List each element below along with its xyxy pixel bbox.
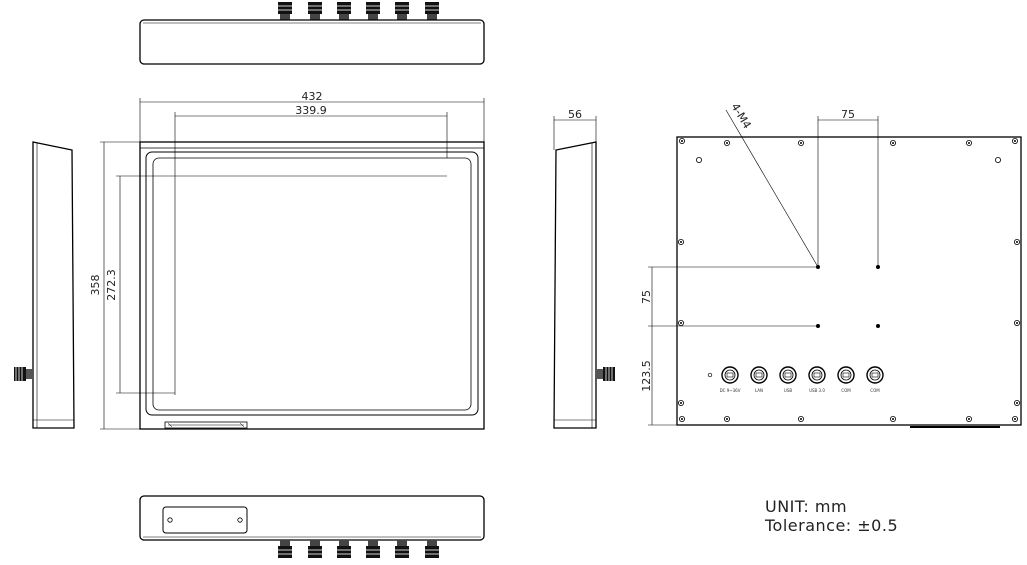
bottom-view <box>139 495 485 558</box>
connector-top-5 <box>395 2 409 20</box>
rear-hole <box>696 156 703 163</box>
connector-top-1 <box>278 2 292 20</box>
rear-screw <box>679 415 686 422</box>
connector-bottom-3 <box>337 540 351 558</box>
right-side-view: 56 <box>553 108 615 429</box>
connector-label: COM <box>841 388 851 393</box>
tolerance-note: Tolerance: ±0.5 <box>764 516 898 535</box>
connector-label: LAN <box>755 388 763 393</box>
rear-screw <box>798 415 805 422</box>
rear-connectors: DC 9~36V LAN USB USB 3.0 COM COM <box>707 366 884 393</box>
rear-screw <box>1014 399 1021 406</box>
connector-bottom-1 <box>278 540 292 558</box>
rear-screw <box>1014 238 1021 245</box>
rear-screw <box>890 139 897 146</box>
rear-screw <box>678 238 685 245</box>
dim-view-width: 339.9 <box>295 104 327 117</box>
mount-label: 4-M4 <box>728 101 753 131</box>
connector-bottom-5 <box>395 540 409 558</box>
connector-top-3 <box>337 2 351 20</box>
front-view: 432 339.9 358 272.3 <box>89 90 485 430</box>
rear-screw <box>966 415 973 422</box>
connector-top-6 <box>425 2 439 20</box>
bottom-connectors <box>278 540 439 558</box>
rear-screw <box>798 139 805 146</box>
rear-screw <box>1012 137 1019 144</box>
rear-screws <box>678 137 1021 422</box>
connector-top-2 <box>308 2 322 20</box>
rear-screw <box>966 139 973 146</box>
connector-label: USB 3.0 <box>809 388 825 393</box>
rear-screw <box>890 415 897 422</box>
left-side-view <box>14 141 75 429</box>
connector-bottom-4 <box>366 540 380 558</box>
rear-connector-3: USB <box>779 366 797 393</box>
connector-bottom-6 <box>425 540 439 558</box>
dim-hole-spacing-h: 75 <box>841 108 855 121</box>
rear-view: DC 9~36V LAN USB USB 3.0 COM COM 4-M4 75 75 1… <box>640 101 1022 428</box>
left-side-connector <box>14 367 33 381</box>
rear-connector-5: COM <box>837 366 855 393</box>
rear-screw <box>678 319 685 326</box>
dim-width: 432 <box>302 90 323 103</box>
rear-connector-2: LAN <box>750 366 768 393</box>
rear-screw <box>724 415 731 422</box>
connector-bottom-2 <box>308 540 322 558</box>
dim-hole-spacing-v: 75 <box>640 290 653 304</box>
top-view <box>139 2 485 65</box>
unit-note: UNIT: mm <box>765 497 847 516</box>
connector-top-4 <box>366 2 380 20</box>
rear-screw <box>679 137 686 144</box>
rear-screw <box>724 139 731 146</box>
connector-label: DC 9~36V <box>720 388 741 393</box>
rear-screw <box>1012 415 1019 422</box>
dim-bottom-offset: 123.5 <box>640 360 653 392</box>
connector-label: USB <box>784 388 792 393</box>
rear-screw <box>1014 319 1021 326</box>
top-connectors <box>278 2 439 20</box>
connector-label: COM <box>870 388 880 393</box>
rear-hole <box>995 156 1002 163</box>
led-indicator <box>707 372 713 378</box>
dim-view-height: 272.3 <box>105 269 118 301</box>
rear-connector-6: COM <box>866 366 884 393</box>
right-side-connector <box>596 367 615 381</box>
rear-screw <box>678 399 685 406</box>
dim-depth: 56 <box>568 108 582 121</box>
dim-height: 358 <box>89 275 102 296</box>
rear-connector-4: USB 3.0 <box>808 366 826 393</box>
rear-connector-1: DC 9~36V <box>720 366 741 393</box>
